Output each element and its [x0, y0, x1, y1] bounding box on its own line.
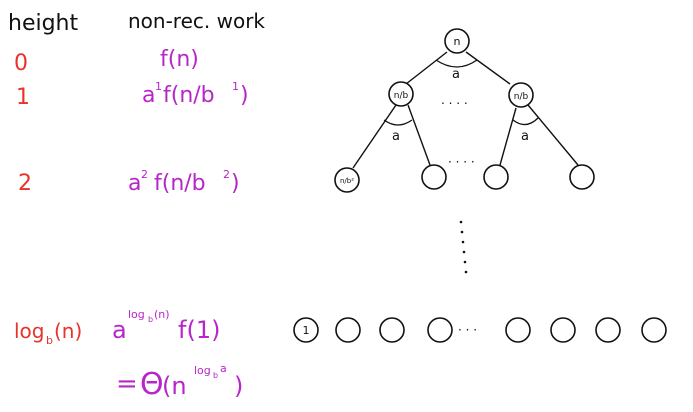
branch-labels: a a a — [392, 67, 529, 144]
node-labels: n n/b n/b n/b² — [340, 35, 529, 185]
branch-label-left: a — [392, 129, 400, 144]
work-2-close: ) — [231, 171, 240, 196]
root-node-label: n — [454, 35, 461, 48]
height-log: log b (n) — [14, 319, 82, 347]
height-log-rest: (n) — [54, 319, 82, 343]
branch-label-root: a — [452, 67, 460, 82]
work-1-base: a — [142, 83, 155, 108]
work-header: non-rec. work — [128, 9, 265, 33]
leaf-node — [335, 317, 361, 343]
result-exp-rest: a — [220, 362, 227, 375]
vertical-dot — [460, 230, 464, 234]
leaf-node — [641, 317, 667, 343]
branch-label-right: a — [521, 129, 529, 144]
grandchild-node-2 — [421, 164, 447, 190]
tree-nodes — [334, 28, 595, 193]
height-log-base: log — [14, 319, 45, 343]
child-right-label: n/b — [514, 92, 529, 102]
work-0: f(n) — [160, 47, 199, 72]
child-node-right — [508, 82, 534, 108]
vertical-ellipsis — [459, 220, 468, 274]
height-header: height — [8, 11, 78, 36]
left-arc — [383, 119, 413, 126]
tree-edges — [352, 51, 579, 169]
result-open: (n — [162, 372, 187, 400]
height-2: 2 — [18, 171, 32, 196]
vertical-dot — [462, 250, 466, 254]
right-arc — [512, 117, 539, 126]
root-node — [444, 28, 470, 54]
vertical-dot — [459, 220, 463, 224]
result-exp-base: log — [194, 364, 211, 377]
vertical-dot — [464, 270, 468, 274]
leaf-node — [595, 317, 621, 343]
leaf-node — [505, 317, 531, 343]
work-2-rest: f(n/b — [154, 171, 206, 196]
angle-arcs — [383, 59, 539, 126]
work-2-base: a — [128, 171, 141, 196]
grandchildren-ellipsis: · · · · — [448, 155, 475, 169]
result-close: ) — [234, 372, 243, 400]
height-log-sub: b — [46, 334, 53, 347]
leaf-label: 1 — [303, 324, 310, 337]
work-1-close: ) — [240, 83, 249, 108]
work-2: a 2 f(n/b 2 ) — [128, 168, 240, 196]
work-log-rest: f(1) — [178, 316, 220, 344]
work-log: a log b (n) f(1) — [112, 308, 220, 344]
work-1-rest: f(n/b — [163, 83, 215, 108]
grandchild-label: n/b² — [340, 177, 354, 185]
leaf-node — [427, 317, 453, 343]
grandchild-node-4 — [569, 164, 595, 190]
leaf-nodes — [293, 317, 667, 343]
work-log-exp-rest: (n) — [154, 308, 170, 321]
work-log-base: a — [112, 316, 127, 344]
leaf-node — [550, 317, 576, 343]
edge-left-left — [352, 104, 397, 169]
work-1-rest-exp: 1 — [232, 80, 239, 93]
grandchild-node-3 — [483, 164, 509, 190]
child-left-label: n/b — [394, 91, 409, 101]
work-2-exp: 2 — [141, 168, 148, 181]
leaf-node-1 — [293, 317, 319, 343]
work-1-exp: 1 — [155, 80, 162, 93]
grandchild-node-1 — [334, 167, 360, 193]
leaf-ellipsis: · · · — [458, 323, 477, 337]
work-1: a 1 f(n/b 1 ) — [142, 80, 249, 108]
work-log-exp-sub: b — [148, 315, 153, 324]
edge-right-left — [499, 107, 517, 166]
vertical-dot — [463, 260, 467, 264]
edge-left-right — [407, 104, 431, 166]
edge-right-right — [527, 104, 579, 166]
result-theta-symbol: Θ — [140, 367, 164, 402]
root-arc — [435, 59, 478, 68]
work-log-exp: log — [128, 308, 145, 321]
edge-root-right — [465, 51, 511, 85]
height-0: 0 — [14, 51, 28, 76]
work-2-rest-exp: 2 — [223, 168, 230, 181]
vertical-dot — [461, 240, 465, 244]
result-exp-sub: b — [213, 371, 218, 380]
height-1: 1 — [16, 85, 30, 110]
result-theta: = Θ (n log b a ) — [116, 362, 243, 402]
edge-root-left — [405, 51, 448, 85]
child-node-left — [388, 81, 414, 107]
result-eq: = — [116, 369, 138, 399]
leaf-node — [379, 317, 405, 343]
children-ellipsis: . . . . — [441, 93, 468, 107]
